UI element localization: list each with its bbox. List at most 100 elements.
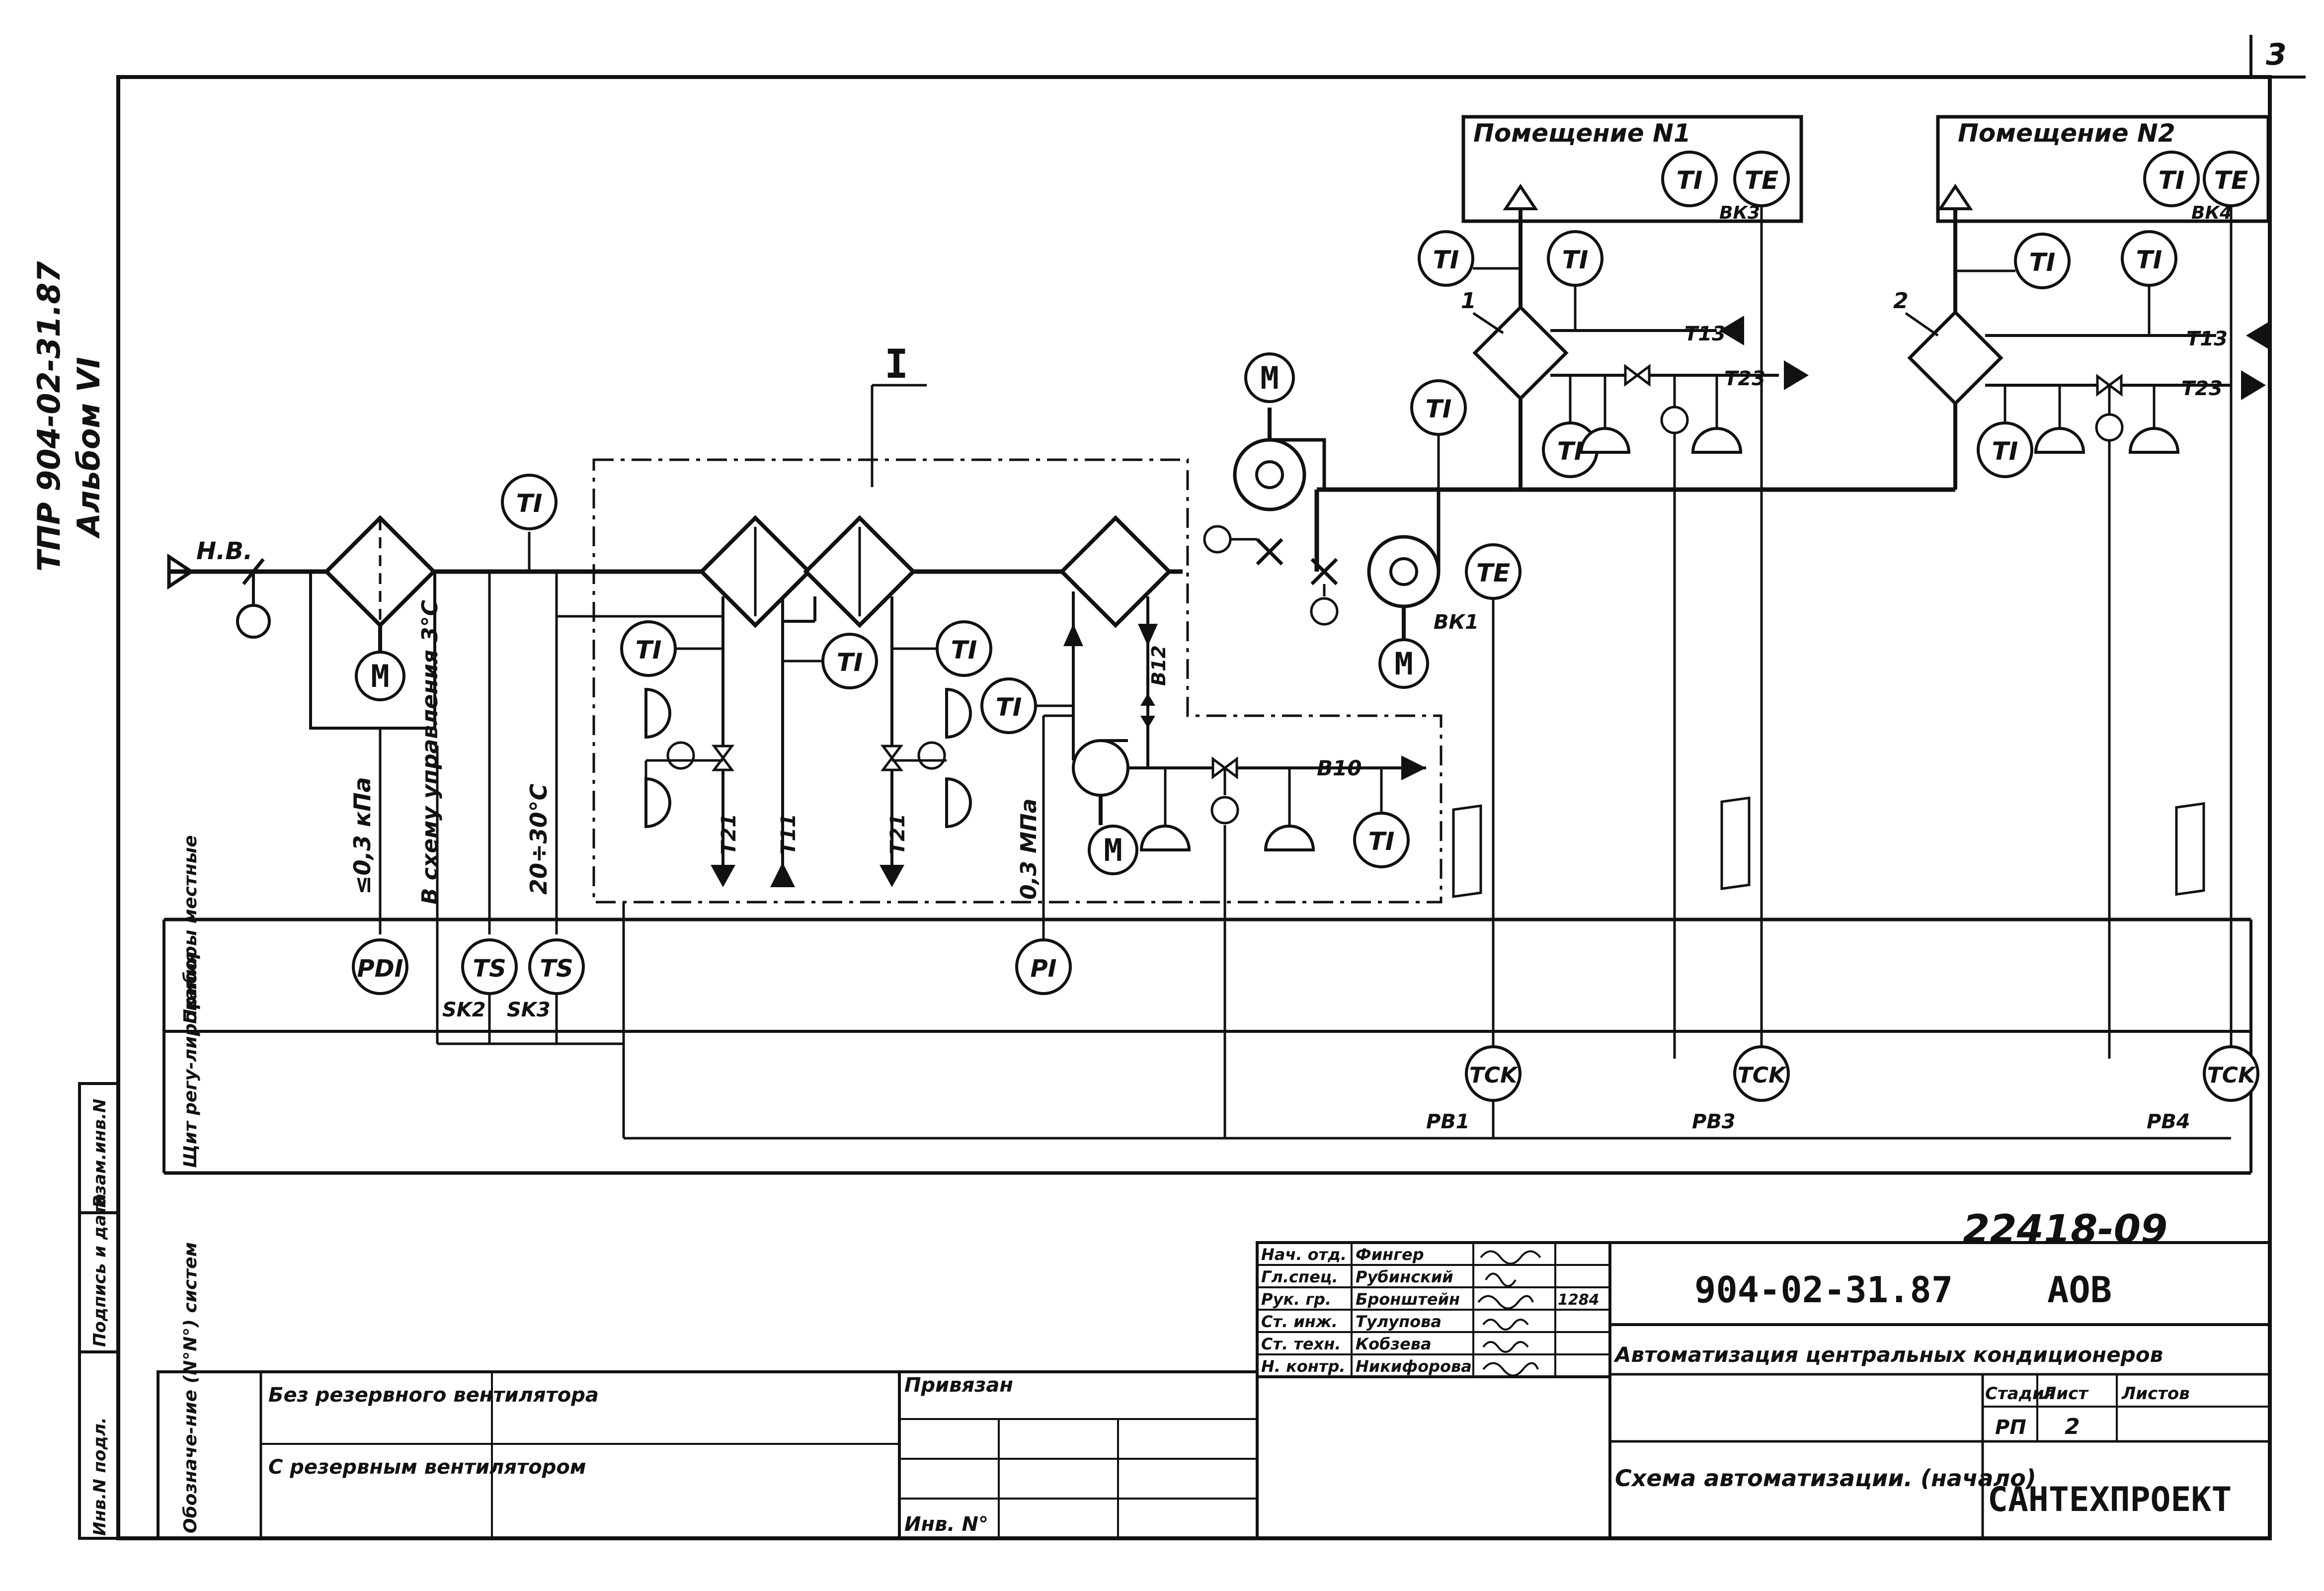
svg-text:M: M — [371, 658, 389, 694]
section-mark: I — [884, 341, 908, 387]
room-1-supply: Т13 — [1684, 323, 1726, 345]
switch-sk3: SK3 — [507, 999, 551, 1021]
sig-role-0: Нач. отд. — [1261, 1245, 1347, 1264]
pump-icon — [1072, 739, 1129, 797]
TE-supply: TE — [1476, 559, 1510, 587]
stamp-signature-date: Подпись и дата — [90, 1193, 110, 1347]
TI-preheater-2: TI — [951, 636, 977, 665]
TI-water-b10: TI — [1368, 827, 1395, 856]
instrument-bands: Приборы местные Щит регу-лирования PDI T… — [162, 746, 2258, 1175]
supply-fans: M M ВК1 TE TI — [1203, 352, 1520, 1059]
drawing-title: Схема автоматизации. (начало) — [1615, 1465, 2036, 1492]
system-row-2: С резервным вентилятором — [268, 1456, 586, 1479]
TI-room-1-duct: TI — [1433, 246, 1459, 274]
document-mark: АОВ — [2047, 1269, 2112, 1311]
controller-pb3: РВ3 — [1692, 1110, 1736, 1133]
switch-sk2: SK2 — [442, 999, 486, 1021]
to-control-note: В схему управления 3°С — [417, 600, 443, 905]
sig-role-5: Н. контр. — [1261, 1357, 1346, 1376]
reheater-1-number: 1 — [1461, 288, 1476, 314]
fan-2-icon — [1367, 535, 1441, 608]
TI-room-2-reheat: TI — [2136, 246, 2163, 274]
systems-header: Обозначе-ние (N°N°) систем — [180, 1242, 201, 1533]
TCK-pb4: TCK — [2207, 1063, 2256, 1088]
sig-name-4: Кобзева — [1356, 1335, 1432, 1353]
preheaters: TI TI TI Т21 Т11 Т21 — [557, 518, 991, 887]
PDI-filter: PDI — [357, 955, 403, 983]
sheet-number: 3 — [2266, 37, 2287, 72]
album-name: Альбом VI — [71, 357, 107, 539]
TI-preheater-1: TI — [636, 636, 662, 665]
cooler-section: В12 TI M В10 TI 0,3 МПа — [982, 518, 1426, 1138]
room-1-return: Т23 — [1724, 367, 1765, 390]
room-1-title: Помещение N1 — [1473, 119, 1691, 148]
section-I-boundary: I — [592, 341, 1442, 904]
room-1-tag: ВК3 — [1719, 203, 1760, 223]
svg-text:M: M — [1104, 832, 1122, 868]
fan-2-damper — [1310, 558, 1338, 586]
filter-unit: M — [309, 518, 436, 730]
TI-room-1-reheat: TI — [1562, 246, 1589, 274]
fan-2-motor-icon — [1378, 638, 1429, 689]
TE-room-2: TE — [2214, 166, 2248, 195]
album-code: ТПР 904-02-31.87 — [31, 261, 67, 572]
system-row-1: Без резервного вентилятора — [268, 1384, 599, 1407]
TI-room-2-return: TI — [1992, 437, 2018, 466]
room-2-supply: Т13 — [2186, 328, 2228, 350]
controller-pb4: РВ4 — [2147, 1110, 2190, 1133]
line-t21-left: Т21 — [718, 814, 740, 855]
line-b10: В10 — [1317, 756, 1362, 780]
stage-value: РП — [1995, 1416, 2026, 1439]
title-block: Нач. отд. Фингер Гл.спец. Рубинский Рук.… — [157, 1241, 2271, 1540]
inv-label: Инв. N° — [904, 1513, 988, 1536]
TI-room-2: TI — [2159, 166, 2185, 195]
cooler-icon — [1062, 518, 1169, 625]
drawing-number: 22418-09 — [1963, 1207, 2167, 1252]
band-local: Приборы местные — [180, 835, 201, 1024]
outdoor-air-label: Н.В. — [196, 537, 252, 565]
temp-range-note: 20÷30°С — [525, 783, 552, 895]
sig-name-0: Фингер — [1356, 1245, 1424, 1264]
bound-label: Привязан — [904, 1374, 1013, 1397]
date-mark: 1284 — [1558, 1291, 1600, 1309]
TCK-pb3: TCK — [1738, 1063, 1787, 1088]
sheet-value: 2 — [2065, 1414, 2080, 1439]
controller-pb1: РВ1 — [1426, 1110, 1470, 1133]
room-2-return: Т23 — [2181, 377, 2223, 400]
TI-room-1: TI — [1677, 166, 1703, 195]
reheater-2-number: 2 — [1893, 288, 1909, 314]
pump-motor-icon — [1088, 825, 1138, 875]
TI-room-1-return: TI — [1557, 437, 1584, 466]
stamp-inv-podl: Инв.N подл. — [90, 1417, 110, 1536]
fan-1-icon — [1233, 438, 1306, 511]
TI-cooler: TI — [996, 693, 1022, 722]
side-labels: ТПР 904-02-31.87 Альбом VI Инв.N подл. П… — [31, 261, 120, 1540]
fan-1-damper — [1256, 538, 1283, 566]
pressure-limit-note: ≤0,3 кПа — [349, 777, 376, 895]
reheater-1-icon — [1475, 307, 1566, 399]
fan-tag: ВК1 — [1434, 611, 1479, 634]
sheet-frame: 3 — [116, 35, 2306, 1540]
line-t21-right: Т21 — [886, 814, 909, 855]
TS-sk2: TS — [473, 955, 506, 983]
sig-role-1: Гл.спец. — [1261, 1267, 1338, 1286]
organization: САНТЕХПРОЕКТ — [1988, 1480, 2232, 1519]
TI-room-2-duct: TI — [2029, 248, 2056, 277]
TCK-pb1: TCK — [1469, 1063, 1519, 1088]
line-t11: Т11 — [777, 814, 800, 855]
sig-name-3: Тулупова — [1356, 1312, 1442, 1331]
svg-text:M: M — [1394, 646, 1413, 682]
TI-air-after-filter: TI — [516, 489, 543, 518]
damper-drive-icon — [236, 604, 271, 639]
stage-header: Стадия — [1985, 1384, 2055, 1404]
room-2-title: Помещение N2 — [1958, 119, 2175, 148]
TI-supply-air: TI — [1426, 395, 1452, 423]
sig-name-5: Никифорова — [1356, 1357, 1472, 1376]
room-2: Помещение N2 TI TE ВК4 TI TI 2 Т13 Т23 T… — [1893, 115, 2271, 1059]
svg-text:M: M — [1260, 360, 1279, 396]
sig-role-2: Рук. гр. — [1261, 1290, 1331, 1309]
TS-sk3: TS — [540, 955, 573, 983]
sheet-header: Лист — [2042, 1384, 2089, 1404]
filter-motor-icon — [355, 651, 405, 701]
